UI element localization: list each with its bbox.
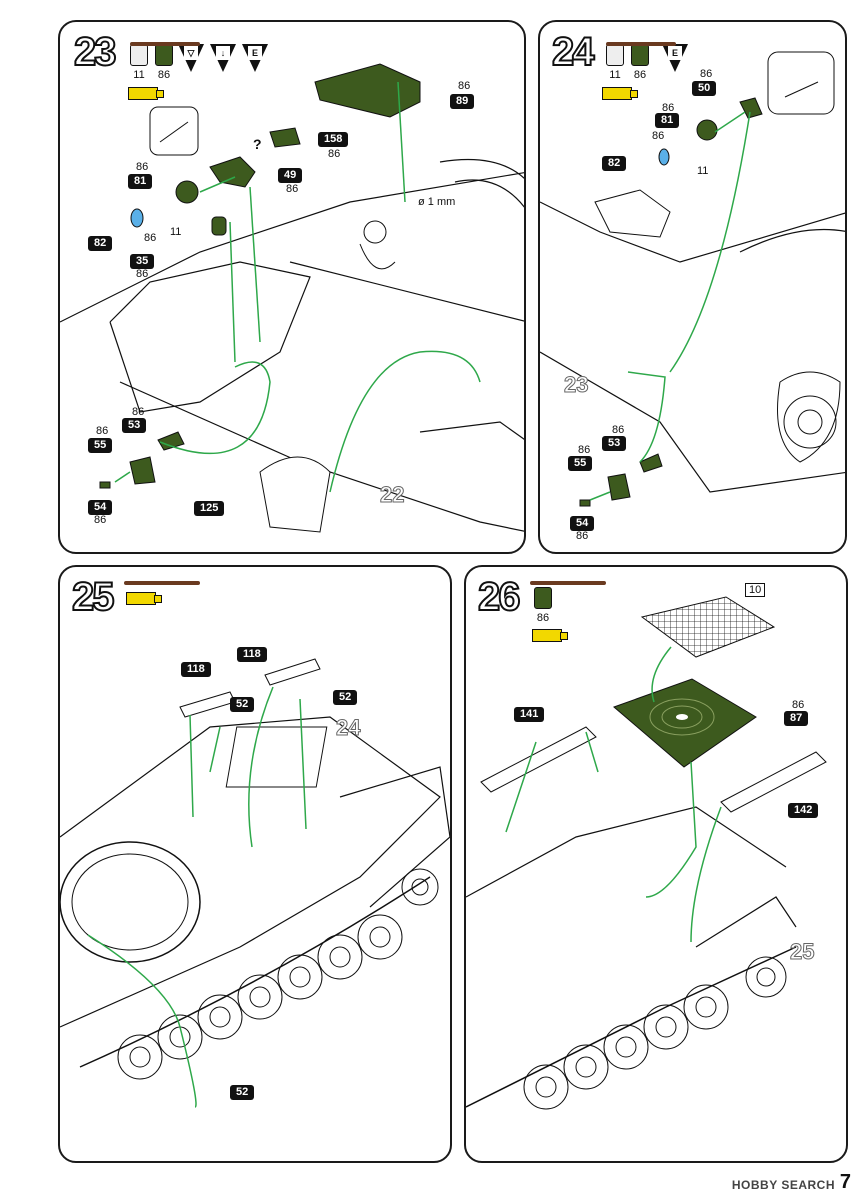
part-52-label: 52 xyxy=(230,697,255,712)
step-25-number: 25 xyxy=(71,575,115,619)
drill-size: ø 1 mm xyxy=(418,196,456,208)
part-82-paint: 86 xyxy=(652,130,665,142)
part-53-label: 53 xyxy=(602,436,627,451)
step-26-number: 26 xyxy=(477,575,521,619)
part-87-label: 87 xyxy=(784,711,809,726)
paint-code-86: 86 xyxy=(536,612,550,624)
part-158-paint: 86 xyxy=(328,148,341,160)
part-158-label: 158 xyxy=(318,132,349,147)
part-82-label: 82 xyxy=(602,156,627,171)
ref-step-23: 23 xyxy=(563,372,589,398)
paint-code-11: 11 xyxy=(609,69,621,81)
paint-code-86: 86 xyxy=(157,69,171,81)
paint-can-86-icon xyxy=(631,44,649,66)
part-81-paint: 86 xyxy=(662,102,675,114)
part-87-paint: 86 xyxy=(792,699,805,711)
part-55-label: 55 xyxy=(568,456,593,471)
part-49-label: 49 xyxy=(278,168,303,183)
part-82-label: 82 xyxy=(88,236,113,251)
part-54-label: 54 xyxy=(88,500,113,515)
step-25-drawing xyxy=(60,658,450,1108)
part-54-paint: 86 xyxy=(576,530,589,542)
part-141-label: 141 xyxy=(514,707,545,722)
page-number: 7 xyxy=(839,1171,851,1193)
sand-icon: ▽ xyxy=(178,44,204,72)
step-26-drawing xyxy=(466,596,827,1110)
part-89-label: 89 xyxy=(450,94,475,109)
part-50-label: 50 xyxy=(692,81,717,96)
part-35-label: 35 xyxy=(130,254,155,269)
brush-icon xyxy=(530,581,606,585)
part-11-note: 11 xyxy=(697,165,709,177)
paint-can-11-icon xyxy=(130,44,148,66)
step-23-number: 23 xyxy=(73,30,117,74)
part-118-label: 118 xyxy=(181,662,211,677)
part-82-paint: 86 xyxy=(144,232,157,244)
step-24-panel: 24 11 86 E 86 50 86 81 86 11 82 23 86 53… xyxy=(538,20,847,554)
ref-step-25: 25 xyxy=(789,939,815,965)
glue-icon xyxy=(128,87,164,100)
part-53-paint: 86 xyxy=(612,424,625,436)
step-23-panel: 23 11 86 ▽ ↓ E 86 89 158 86 ? 49 86 86 8… xyxy=(58,20,526,554)
watermark: HOBBY SEARCH xyxy=(731,1178,835,1192)
brush-icon xyxy=(124,581,200,585)
step-24-drawing xyxy=(540,51,845,507)
part-53-paint: 86 xyxy=(132,406,145,418)
step-25-panel: 25 118 118 52 52 24 52 xyxy=(58,565,452,1163)
brush-icon xyxy=(130,42,200,46)
glue-icon xyxy=(532,629,568,642)
part-54-label: 54 xyxy=(570,516,595,531)
glue-icon xyxy=(126,592,162,605)
part-55-label: 55 xyxy=(88,438,113,453)
part-81-label: 81 xyxy=(655,113,680,128)
glue-icon xyxy=(602,87,638,100)
part-125-label: 125 xyxy=(194,501,225,516)
step-24-number: 24 xyxy=(551,30,595,74)
part-53-label: 53 xyxy=(122,418,147,433)
part-11-note: 11 xyxy=(170,226,182,238)
part-55-paint: 86 xyxy=(96,425,109,437)
paint-code-11: 11 xyxy=(133,69,145,81)
part-52-label: 52 xyxy=(333,690,358,705)
part-89-paint: 86 xyxy=(458,80,471,92)
part-35-paint: 86 xyxy=(136,268,149,280)
ref-step-24: 24 xyxy=(335,715,361,741)
brush-icon xyxy=(606,42,676,46)
part-52-label: 52 xyxy=(230,1085,255,1100)
drill-icon: ↓ xyxy=(210,44,236,72)
paint-can-11-icon xyxy=(606,44,624,66)
step-26-panel: 26 86 10 86 87 141 142 25 xyxy=(464,565,848,1163)
question-mark: ? xyxy=(253,136,262,152)
ref-step-22: 22 xyxy=(379,482,405,508)
cut-icon: E xyxy=(242,44,268,72)
part-118-label: 118 xyxy=(237,647,267,662)
part-142-label: 142 xyxy=(788,803,819,818)
paint-can-86-icon xyxy=(534,587,552,609)
part-81-label: 81 xyxy=(128,174,153,189)
part-10-label: 10 xyxy=(745,583,766,597)
part-81-paint: 86 xyxy=(136,161,149,173)
part-49-paint: 86 xyxy=(286,183,299,195)
part-55-paint: 86 xyxy=(578,444,591,456)
cut-icon: E xyxy=(662,44,688,72)
paint-can-86-icon xyxy=(155,44,173,66)
part-50-paint: 86 xyxy=(700,68,713,80)
step-23-drawing xyxy=(60,63,524,533)
paint-code-86: 86 xyxy=(633,69,647,81)
part-54-paint: 86 xyxy=(94,514,107,526)
